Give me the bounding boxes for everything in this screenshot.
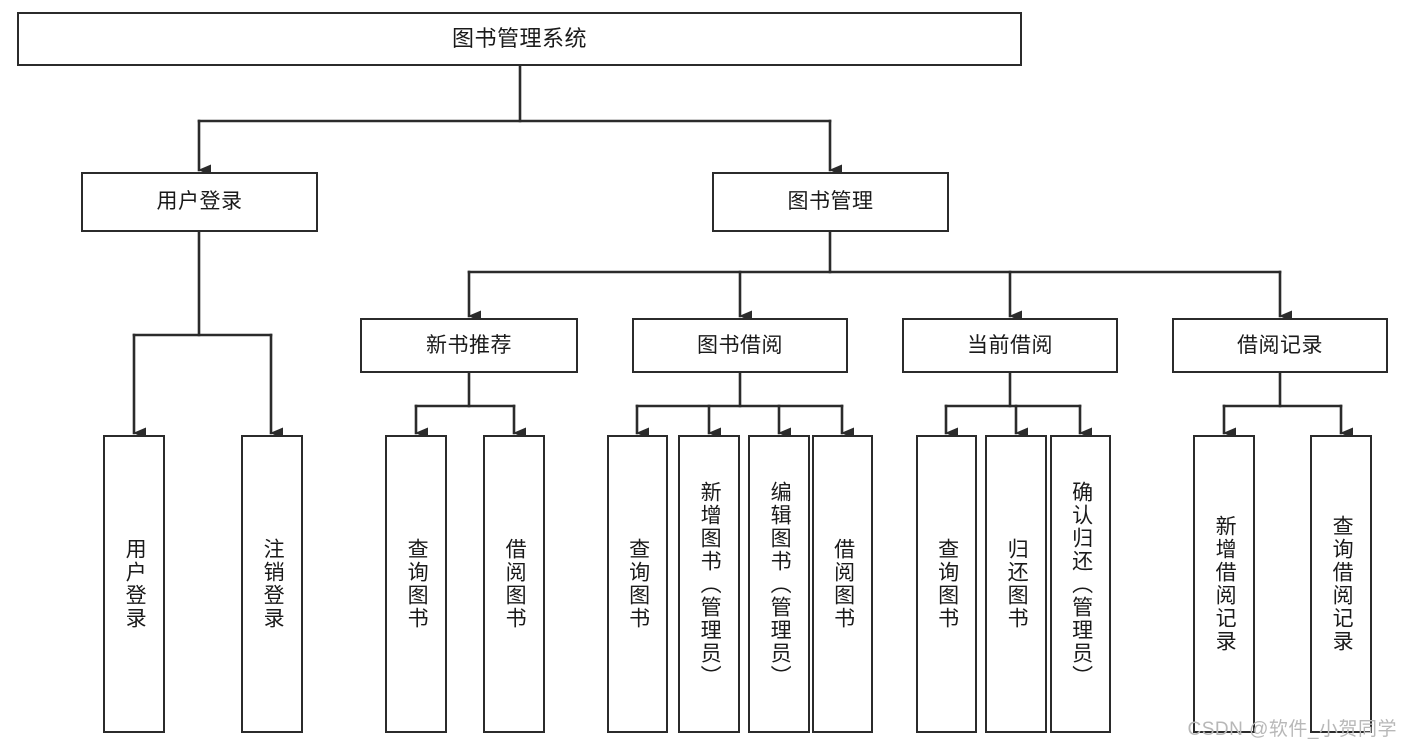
node-label: 借阅图书: [831, 538, 855, 630]
node-book-management[interactable]: 图书管理: [712, 172, 949, 232]
node-label: 查询图书: [405, 538, 429, 630]
node-borrow-record[interactable]: 借阅记录: [1172, 318, 1388, 373]
node-book-borrow[interactable]: 图书借阅: [632, 318, 848, 373]
node-label: 当前借阅: [967, 333, 1053, 357]
node-label: 借阅记录: [1237, 333, 1323, 357]
node-label: 用户登录: [123, 538, 147, 630]
node-label: 新增借阅记录: [1213, 515, 1237, 653]
leaf-current-borrow-confirm-return-admin[interactable]: 确认归还（管理员）: [1050, 435, 1111, 733]
leaf-user-login-login[interactable]: 用户登录: [103, 435, 165, 733]
node-new-book-recommend[interactable]: 新书推荐: [360, 318, 578, 373]
node-label: 图书管理系统: [451, 25, 587, 51]
node-label: 查询图书: [626, 538, 650, 630]
leaf-borrow-record-add-record[interactable]: 新增借阅记录: [1193, 435, 1255, 733]
leaf-book-borrow-query-book[interactable]: 查询图书: [607, 435, 668, 733]
node-label: 用户登录: [156, 190, 243, 214]
leaf-book-borrow-add-book-admin[interactable]: 新增图书（管理员）: [678, 435, 740, 733]
leaf-book-borrow-borrow-book[interactable]: 借阅图书: [812, 435, 873, 733]
node-label: 确认归还（管理员）: [1069, 480, 1093, 688]
node-label: 查询借阅记录: [1330, 515, 1354, 653]
node-label: 编辑图书（管理员）: [768, 480, 792, 688]
node-label: 借阅图书: [503, 538, 527, 630]
node-label: 图书管理: [787, 190, 874, 214]
node-label: 新增图书（管理员）: [698, 480, 722, 688]
node-label: 归还图书: [1005, 538, 1029, 630]
leaf-borrow-record-query-record[interactable]: 查询借阅记录: [1310, 435, 1372, 733]
node-label: 注销登录: [261, 538, 285, 630]
leaf-current-borrow-return-book[interactable]: 归还图书: [985, 435, 1047, 733]
node-label: 图书借阅: [697, 333, 783, 357]
node-label: 查询图书: [935, 538, 959, 630]
node-label: 新书推荐: [426, 333, 512, 357]
node-user-login[interactable]: 用户登录: [81, 172, 318, 232]
leaf-book-borrow-edit-book-admin[interactable]: 编辑图书（管理员）: [748, 435, 810, 733]
node-root-book-management-system[interactable]: 图书管理系统: [17, 12, 1022, 66]
leaf-new-book-query-book[interactable]: 查询图书: [385, 435, 447, 733]
node-current-borrow[interactable]: 当前借阅: [902, 318, 1118, 373]
leaf-user-login-logout[interactable]: 注销登录: [241, 435, 303, 733]
leaf-new-book-borrow-book[interactable]: 借阅图书: [483, 435, 545, 733]
leaf-current-borrow-query-book[interactable]: 查询图书: [916, 435, 977, 733]
